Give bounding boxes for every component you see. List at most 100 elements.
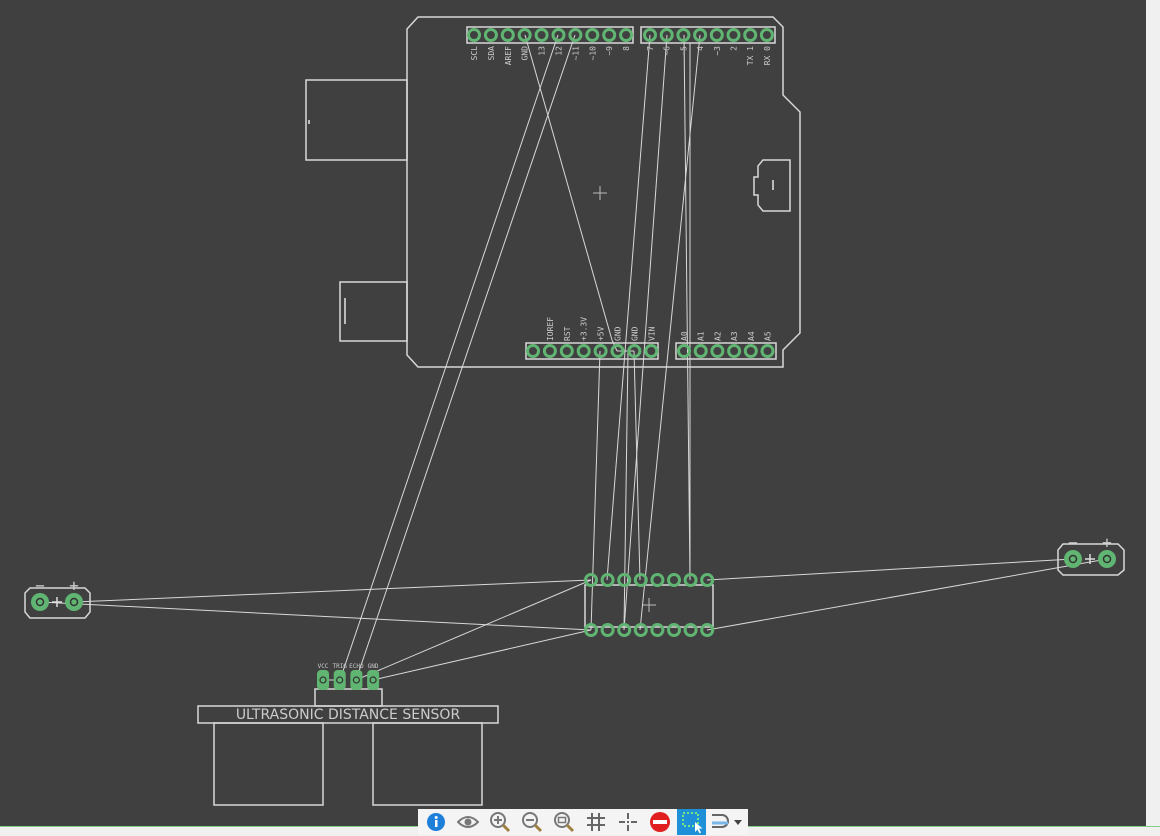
select-tool-button[interactable] (677, 809, 706, 835)
view-button[interactable] (454, 809, 482, 835)
pin-12[interactable] (551, 28, 566, 42)
pin-label: 12 (555, 46, 564, 56)
pin-13[interactable] (534, 28, 549, 42)
chip-pin[interactable] (584, 573, 598, 587)
battery-pad-plus[interactable] (1098, 550, 1116, 568)
chip-pin[interactable] (633, 573, 648, 587)
trace[interactable] (606, 34, 651, 581)
zoom-fit-icon (553, 812, 574, 833)
sensor-pin-trig[interactable] (333, 670, 346, 690)
sensor-label: ULTRASONIC DISTANCE SENSOR (236, 707, 461, 723)
trace[interactable] (355, 579, 592, 681)
chip-pin[interactable] (667, 623, 681, 637)
pin-IOREF[interactable] (542, 344, 557, 358)
sensor-pin-vcc[interactable] (317, 670, 329, 690)
pin-label: 2 (730, 46, 739, 51)
pin-A4[interactable] (743, 344, 758, 358)
chip-pin[interactable] (700, 623, 715, 637)
pin-A3[interactable] (727, 344, 742, 358)
pin-3[interactable] (709, 28, 724, 42)
pin-2[interactable] (726, 28, 741, 42)
pin-RST[interactable] (559, 344, 574, 358)
pin-TX1[interactable] (743, 28, 758, 42)
pin-nc[interactable] (526, 344, 540, 358)
route-icon (711, 814, 742, 828)
route-tool-button[interactable] (709, 809, 744, 835)
pin-6[interactable] (659, 28, 674, 42)
pin-VIN[interactable] (644, 344, 659, 358)
trace[interactable] (339, 34, 559, 681)
chip-pin[interactable] (617, 623, 632, 637)
sensor-pin-gnd[interactable] (367, 670, 380, 690)
pin-8[interactable] (619, 28, 634, 42)
battery-pad-minus[interactable] (1064, 550, 1082, 568)
pin-label: TX 1 (746, 46, 755, 65)
pin-11[interactable] (568, 28, 583, 42)
chip-pin[interactable] (600, 623, 615, 637)
trace[interactable] (706, 558, 1108, 631)
pin-RX0[interactable] (759, 28, 774, 42)
chip-pin[interactable] (600, 573, 615, 587)
info-button[interactable] (422, 809, 450, 835)
trace[interactable] (623, 34, 668, 631)
trace[interactable] (623, 350, 629, 631)
chip-pin[interactable] (683, 623, 698, 637)
zoom-in-button[interactable] (486, 809, 514, 835)
battery-pad-minus[interactable] (31, 593, 49, 611)
pin-label: A0 (680, 331, 689, 341)
chip-pin[interactable] (633, 623, 648, 637)
scrollbar[interactable] (1146, 0, 1160, 835)
chip-pin[interactable] (667, 573, 681, 587)
pin-A2[interactable] (710, 344, 725, 358)
trace[interactable] (706, 558, 1074, 581)
crosshair-icon (618, 813, 637, 831)
pin-5[interactable] (676, 28, 691, 42)
minus-label: − (1068, 533, 1078, 552)
trace[interactable] (590, 350, 601, 631)
trace[interactable] (39, 601, 592, 631)
pin-A5[interactable] (760, 344, 775, 358)
pin-AREF[interactable] (500, 28, 515, 42)
pin-4[interactable] (693, 28, 708, 42)
trace[interactable] (524, 34, 613, 341)
pin-SDA[interactable] (483, 28, 498, 42)
chip-pin[interactable] (683, 573, 698, 587)
sensor-pin-echo[interactable] (350, 670, 363, 690)
zoom-out-button[interactable] (518, 809, 546, 835)
chip-pin[interactable] (650, 623, 665, 637)
chip-pin[interactable] (700, 573, 715, 587)
pin-SCL[interactable] (467, 28, 481, 42)
zoom-fit-button[interactable] (550, 809, 578, 835)
trace[interactable] (633, 350, 641, 581)
zoom-in-icon (490, 812, 511, 833)
pin-A1[interactable] (693, 344, 708, 358)
trace[interactable] (73, 579, 592, 603)
grid-button[interactable] (582, 809, 610, 835)
pin-label: A1 (697, 331, 706, 341)
pin-label: 4 (696, 46, 705, 51)
crosshair-button[interactable] (614, 809, 642, 835)
battery-pad-plus[interactable] (65, 593, 83, 611)
trace[interactable] (355, 34, 576, 681)
pin-9[interactable] (602, 28, 617, 42)
pin-33V[interactable] (576, 344, 591, 358)
chip-pin[interactable] (584, 623, 598, 637)
stop-button[interactable] (645, 809, 673, 835)
pin-10[interactable] (585, 28, 600, 42)
pin-label: ~6 (663, 46, 672, 56)
pin-A0[interactable] (677, 344, 691, 358)
toolbar (418, 809, 748, 835)
pin-GND[interactable] (610, 344, 625, 358)
pin-5V[interactable] (593, 344, 608, 358)
pin-7[interactable] (643, 28, 657, 42)
trace[interactable] (683, 34, 691, 581)
pin-GND[interactable] (517, 28, 532, 42)
pin-GND[interactable] (627, 344, 642, 358)
chip-pin[interactable] (617, 573, 632, 587)
pin-label: GND (614, 326, 623, 341)
pin-label: A3 (730, 331, 739, 341)
chip-pin[interactable] (650, 573, 665, 587)
trace[interactable] (372, 629, 592, 681)
